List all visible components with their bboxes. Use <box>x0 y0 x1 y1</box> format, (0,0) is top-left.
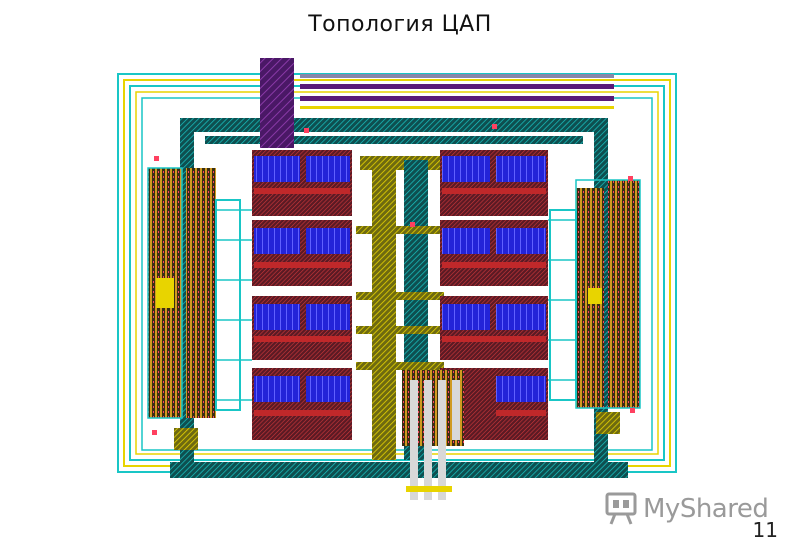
cell-row-2 <box>440 220 548 286</box>
current-source-array-right <box>440 150 548 440</box>
interconnect-wires <box>216 209 576 401</box>
cell-row-4 <box>252 368 352 440</box>
cell-row-2 <box>252 220 352 286</box>
cell-row-1 <box>252 150 352 216</box>
power-feed-strip <box>260 58 294 148</box>
cell-row-3 <box>252 296 352 360</box>
top-bus-lines <box>300 74 614 109</box>
cell-row-1 <box>440 150 548 216</box>
page-number: 11 <box>752 518 778 542</box>
logo-text: MyShared <box>643 494 769 524</box>
cell-row-3 <box>440 296 548 360</box>
myshared-logo: MyShared <box>605 490 775 528</box>
left-logic-block <box>147 167 241 450</box>
presentation-screen-icon <box>605 492 637 525</box>
right-logic-block <box>549 179 641 434</box>
slide-title: Топология ЦАП <box>308 12 492 37</box>
bottom-switch-block <box>402 370 464 500</box>
current-source-array-left <box>252 150 352 440</box>
contact-markers <box>152 124 635 435</box>
